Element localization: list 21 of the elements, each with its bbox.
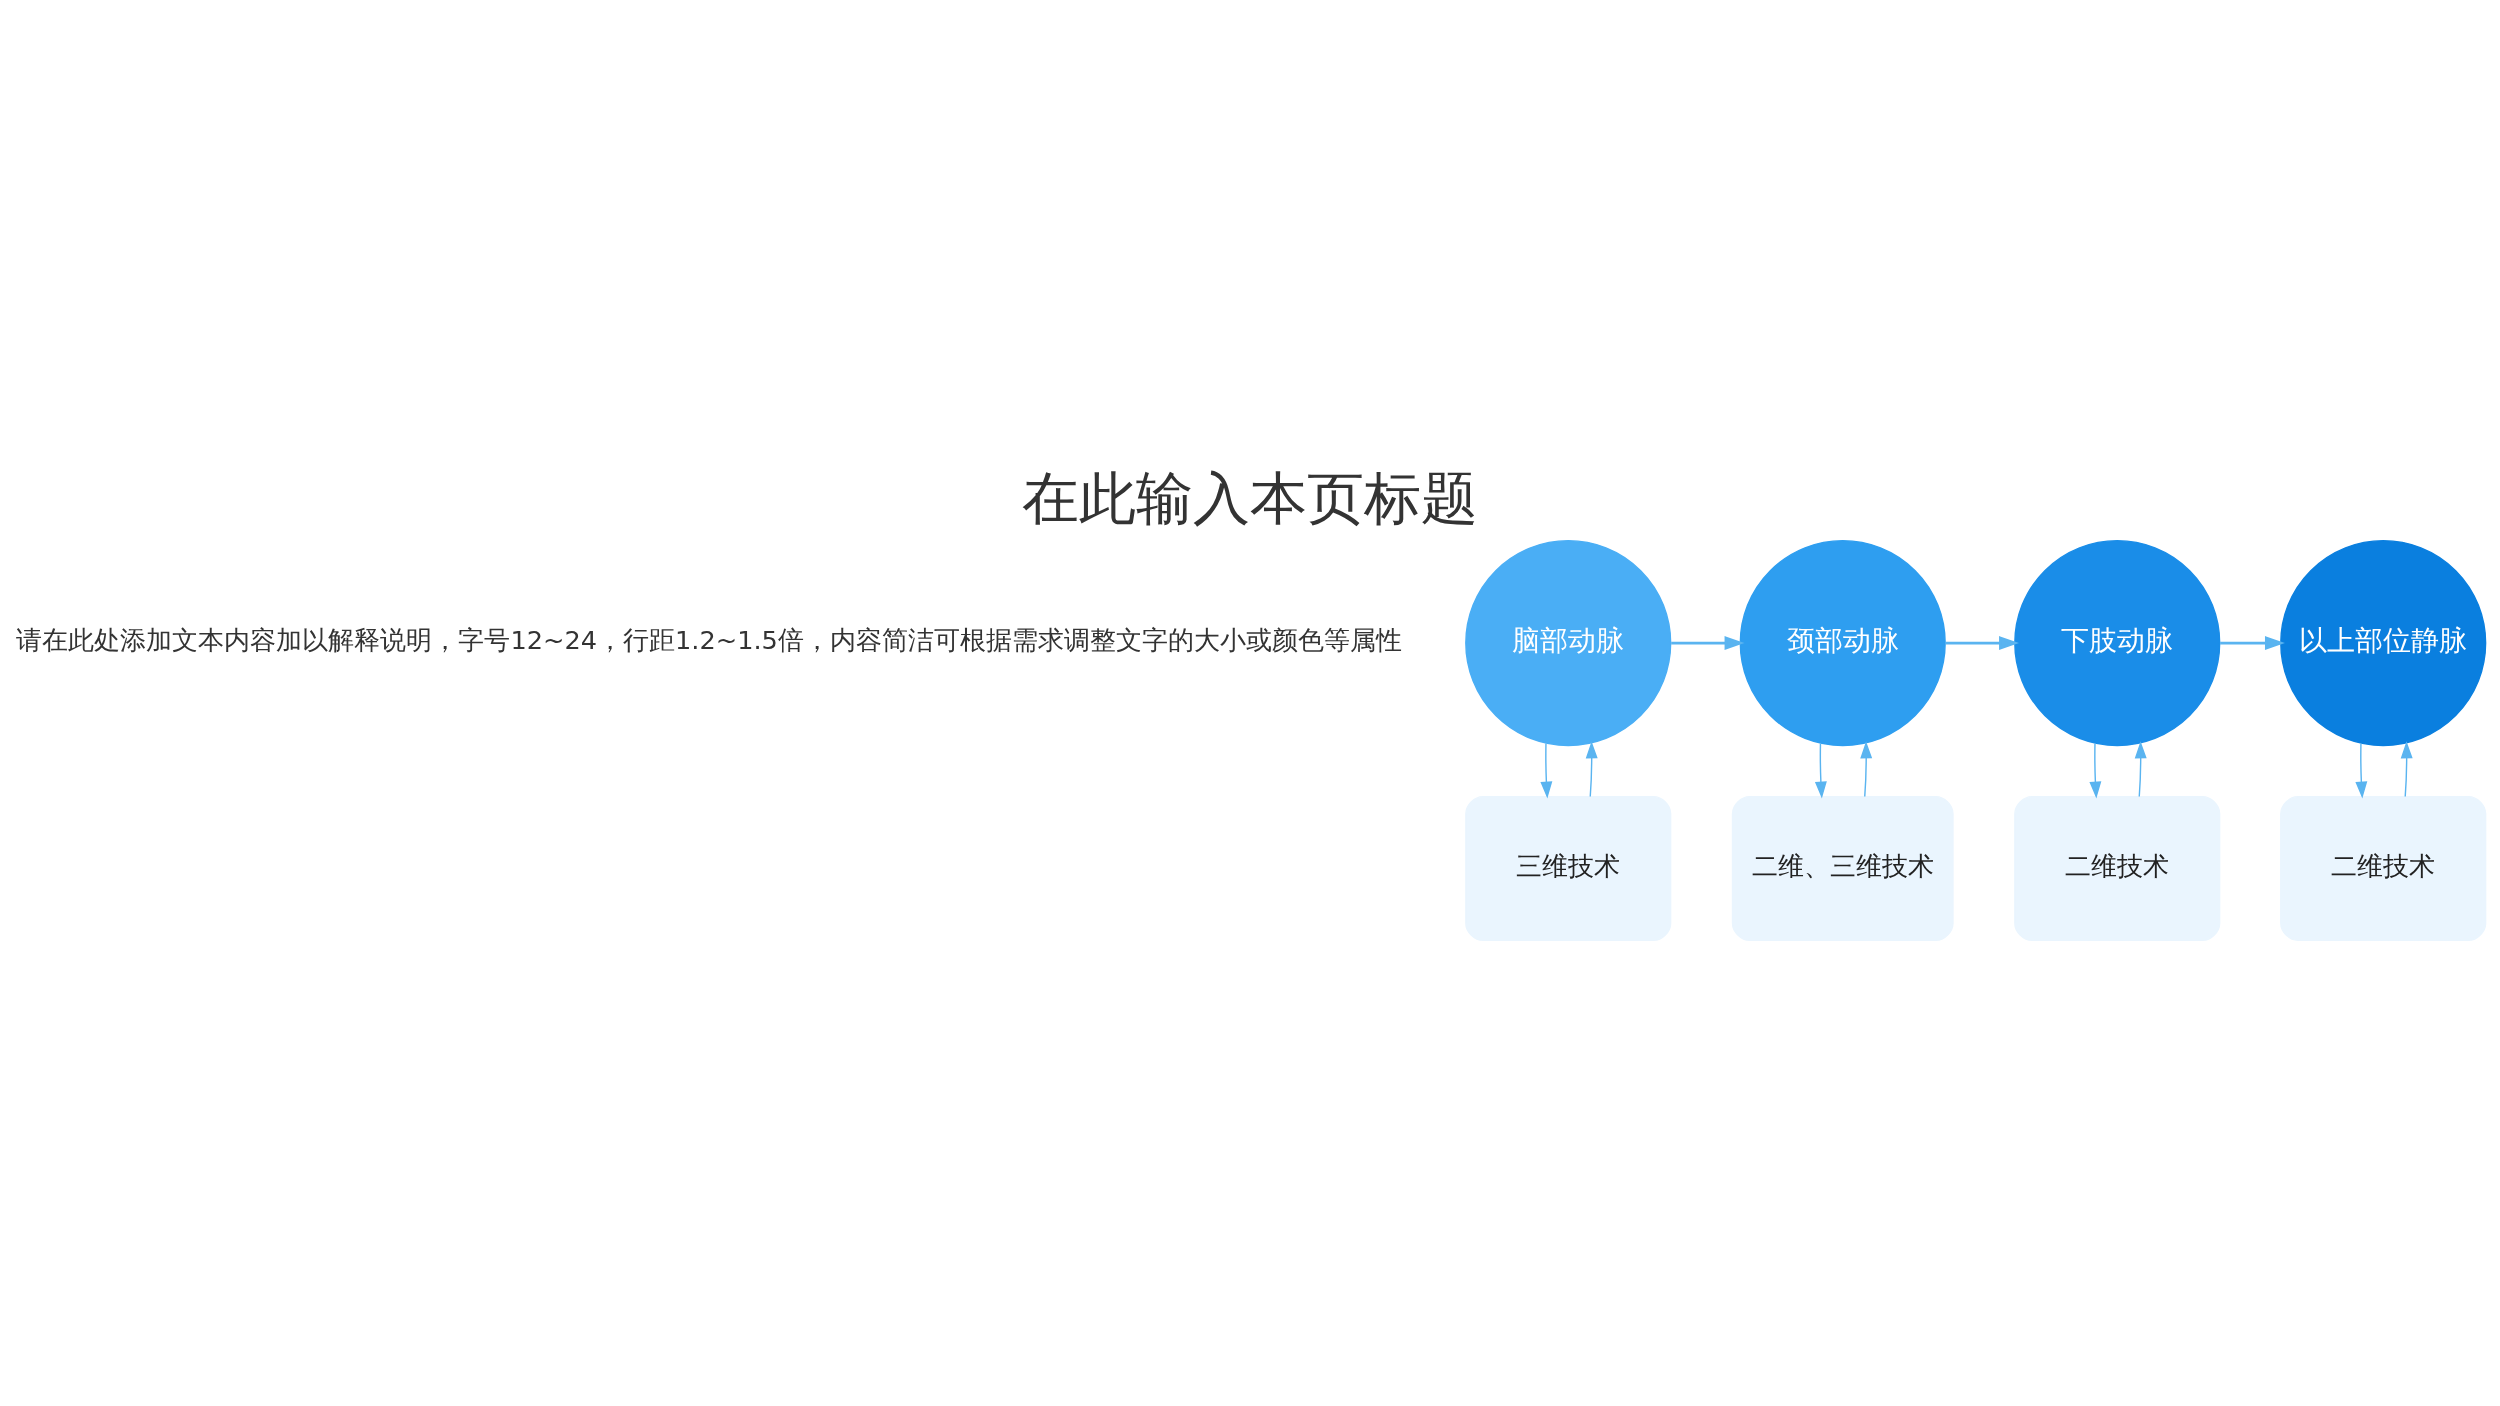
arrow bbox=[2220, 635, 2285, 650]
arrow bbox=[1945, 635, 2019, 650]
node-box: 二维技术 bbox=[2014, 795, 2221, 941]
arrow bbox=[1671, 635, 1745, 650]
node-circle: 颈部动脉 bbox=[1739, 539, 1946, 746]
arrow bbox=[1540, 742, 1553, 799]
node-circle: 以上部位静脉 bbox=[2280, 539, 2487, 746]
node-box: 二维、三维技术 bbox=[1731, 795, 1954, 941]
arrow bbox=[2400, 740, 2413, 797]
arrow bbox=[1814, 742, 1827, 799]
diagram-title: 在此输入本页标题 bbox=[1022, 464, 1478, 531]
arrow bbox=[2089, 742, 2102, 799]
node-circle: 下肢动脉 bbox=[2014, 539, 2221, 746]
node-box: 二维技术 bbox=[2280, 795, 2487, 941]
arrow bbox=[2134, 740, 2147, 797]
label: 请在此处添加文本内容加以解释说明，字号12~24，行距1.2~1.5倍，内容简洁可根据需求调整文字的大小或颜色等属性 bbox=[16, 624, 1402, 655]
node-box: 三维技术 bbox=[1465, 795, 1672, 941]
arrow bbox=[1585, 740, 1598, 797]
arrow bbox=[2355, 742, 2368, 799]
arrow bbox=[1860, 740, 1873, 797]
node-circle: 脑部动脉 bbox=[1465, 539, 1672, 746]
